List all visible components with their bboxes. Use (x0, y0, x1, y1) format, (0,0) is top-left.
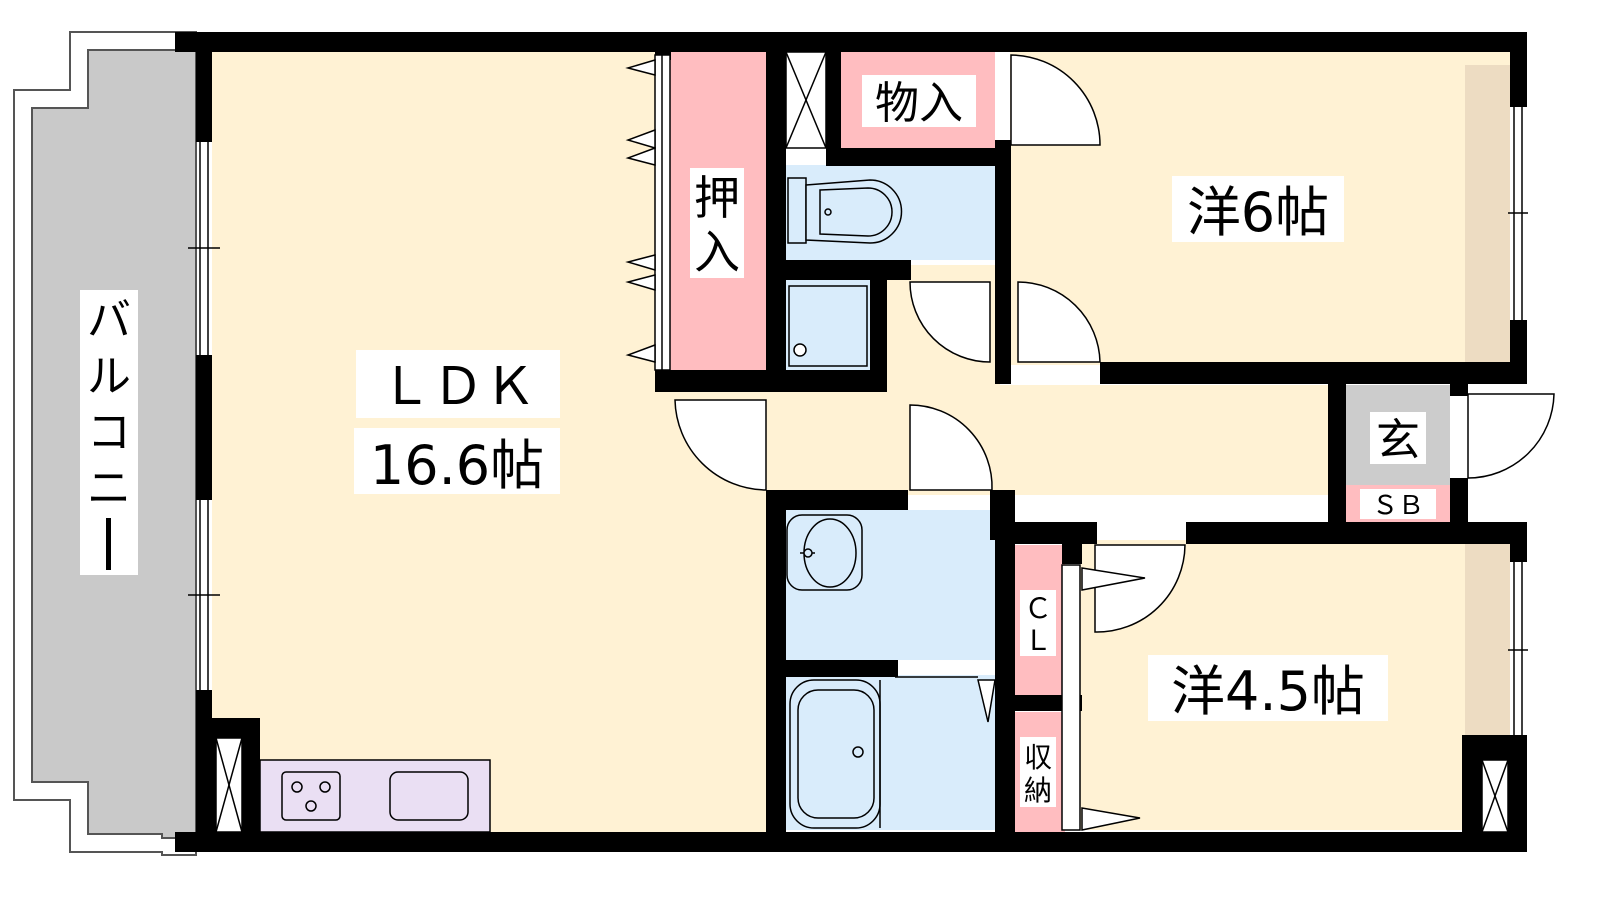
oshiire-doors (625, 54, 671, 371)
wall-bath-top (786, 660, 898, 677)
wall-ldk-east-lower (766, 490, 786, 852)
wall-left-2 (196, 355, 212, 500)
wall-top (175, 32, 1527, 52)
oshiire-label-1: 押 (694, 171, 740, 225)
oshiire-label-2: 入 (694, 225, 740, 279)
wall-genkan-west (1328, 384, 1346, 522)
hall-floor (770, 385, 1330, 495)
door-ldk (674, 399, 767, 491)
toilet-fixture (787, 177, 903, 244)
wall-toilet-bottom (786, 260, 911, 280)
western-6-label: 洋6帖 (1187, 181, 1329, 244)
kitchen-counter (259, 759, 491, 833)
ldk-size: 16.6帖 (370, 434, 544, 497)
door-w6 (1017, 281, 1101, 363)
cl-fold (1081, 567, 1146, 591)
windows (188, 107, 1528, 735)
wall-left-3 (196, 690, 212, 852)
balcony-label-5-mark (106, 518, 111, 570)
cl-label-1: Ｃ (1024, 592, 1052, 625)
balcony-label-2: ル (87, 351, 131, 402)
wall-left-1 (196, 32, 212, 142)
door-swings (674, 54, 1555, 831)
window-strip-1 (1465, 65, 1510, 363)
wall-mono-west (826, 32, 841, 152)
wall-genkan-east-top (1450, 384, 1468, 396)
window-strip-2 (1465, 540, 1510, 735)
wall-oshiire-bottom (655, 370, 887, 392)
wall-laundry-east (870, 280, 887, 380)
bathtub (789, 676, 978, 829)
wall-w45-north-1 (1012, 522, 1097, 544)
fixtures (259, 177, 978, 833)
wall-right-1 (1510, 32, 1527, 107)
mono-iri-label: 物入 (875, 78, 963, 129)
balcony-label-4: ニ (87, 463, 131, 514)
door-w45 (1094, 544, 1186, 633)
genkan-label: 玄 (1376, 415, 1420, 466)
door-toilet (909, 281, 991, 363)
door-entrance (1467, 393, 1555, 479)
stove-icon (281, 771, 341, 821)
balcony-label-3: コ (87, 407, 131, 458)
room-labels: ＬＤＫ 16.6帖 洋6帖 洋4.5帖 押 入 物入 玄 ＳＢ Ｃ Ｌ 収 納 (354, 75, 1436, 807)
ldk-name: ＬＤＫ (380, 357, 536, 417)
wall-wash-east (995, 490, 1015, 852)
wall-wash-top-1 (786, 490, 908, 510)
wall-w6-south (1100, 362, 1527, 384)
balcony-label-1: バ (87, 295, 131, 346)
wall-w6-west (995, 140, 1011, 384)
wall-w45-west-top (1062, 544, 1082, 564)
wall-mono-east-top (995, 32, 1011, 50)
balcony: バ ル コ ニ (13, 31, 197, 856)
cl-label-2: Ｌ (1024, 624, 1052, 657)
door-w6-closet (1010, 54, 1101, 146)
shuno-label-2: 納 (1024, 774, 1052, 807)
shuno-fold (1081, 807, 1141, 831)
wall-w45-north-2 (1186, 522, 1527, 544)
pipe-spaces (215, 51, 1509, 833)
wall-toilet-top (826, 148, 1011, 166)
shuno-label-1: 収 (1024, 741, 1052, 774)
laundry-pan (788, 285, 868, 367)
door-washroom (909, 404, 993, 491)
wall-genkan-east-bottom (1450, 478, 1468, 524)
sink-icon (389, 771, 469, 821)
bath-door-fold (977, 679, 996, 723)
western-45-label: 洋4.5帖 (1171, 660, 1365, 723)
closet-door-frame (1061, 564, 1081, 831)
wall-bottom (175, 832, 1527, 852)
wash-basin (786, 514, 863, 591)
wall-ldk-east-upper (766, 32, 786, 392)
sb-label: ＳＢ (1372, 491, 1424, 521)
